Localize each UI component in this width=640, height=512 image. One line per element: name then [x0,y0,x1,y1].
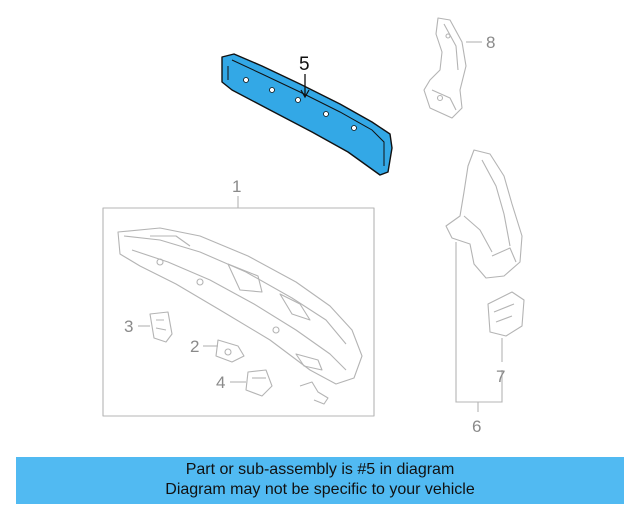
callout-8: 8 [486,33,495,52]
part-3-bracket[interactable] [149,311,173,343]
leader-6 [455,242,503,403]
part-1-rear-panel[interactable] [117,227,363,385]
wire-bracket [299,381,329,405]
part-4-bracket[interactable] [245,369,273,397]
part-6-quarter-panel[interactable] [445,149,523,279]
part-7-bracket[interactable] [487,291,525,337]
part-1-frame [102,207,375,417]
callout-6: 6 [472,417,481,436]
banner-line-2: Diagram may not be specific to your vehi… [165,481,475,498]
part-8-bracket[interactable] [423,17,467,119]
part-2-clip[interactable] [215,339,245,363]
info-banner: Part or sub-assembly is #5 in diagram Di… [16,457,624,504]
callout-2: 2 [190,337,199,356]
parts-diagram: 5 8 1 3 2 4 [102,17,525,436]
callout-1: 1 [232,177,241,196]
callout-5: 5 [299,54,310,75]
callout-7: 7 [496,367,505,386]
callout-3: 3 [124,317,133,336]
banner-line-1: Part or sub-assembly is #5 in diagram [185,461,455,478]
callout-4: 4 [216,373,225,392]
part-5-reinforcement[interactable] [221,53,393,176]
